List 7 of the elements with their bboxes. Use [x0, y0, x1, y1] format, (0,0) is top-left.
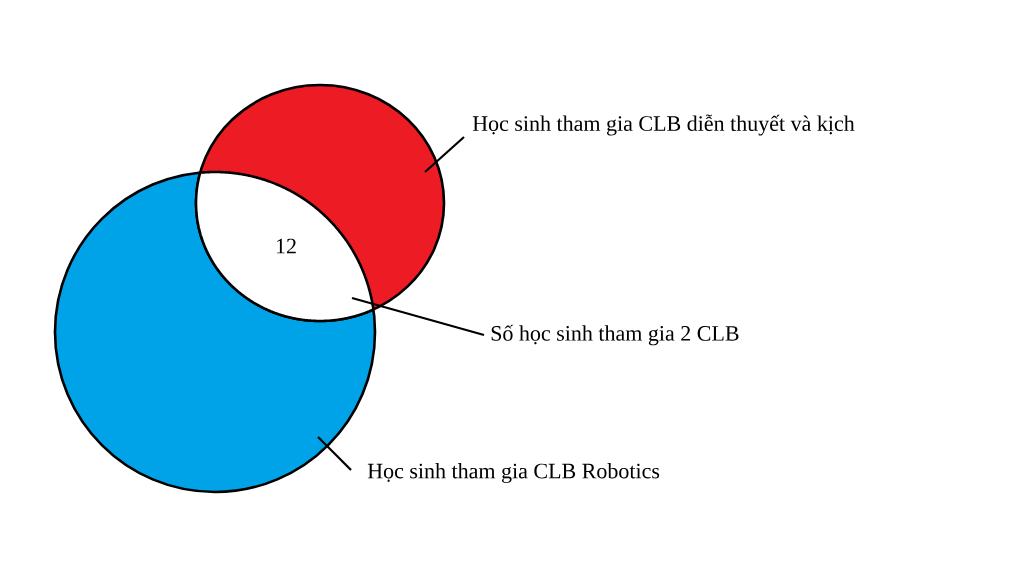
leader-line — [424, 136, 465, 173]
label-text: Học sinh tham gia CLB Robotics — [367, 463, 660, 483]
label-text: Số học sinh tham gia 2 CLB — [491, 324, 739, 346]
overlap-region: 12 — [194, 170, 375, 323]
leader-line — [317, 436, 352, 471]
leader-line — [351, 296, 485, 337]
label-text: Học sinh tham gia CLB diễn thuyết và kịch — [472, 114, 855, 136]
